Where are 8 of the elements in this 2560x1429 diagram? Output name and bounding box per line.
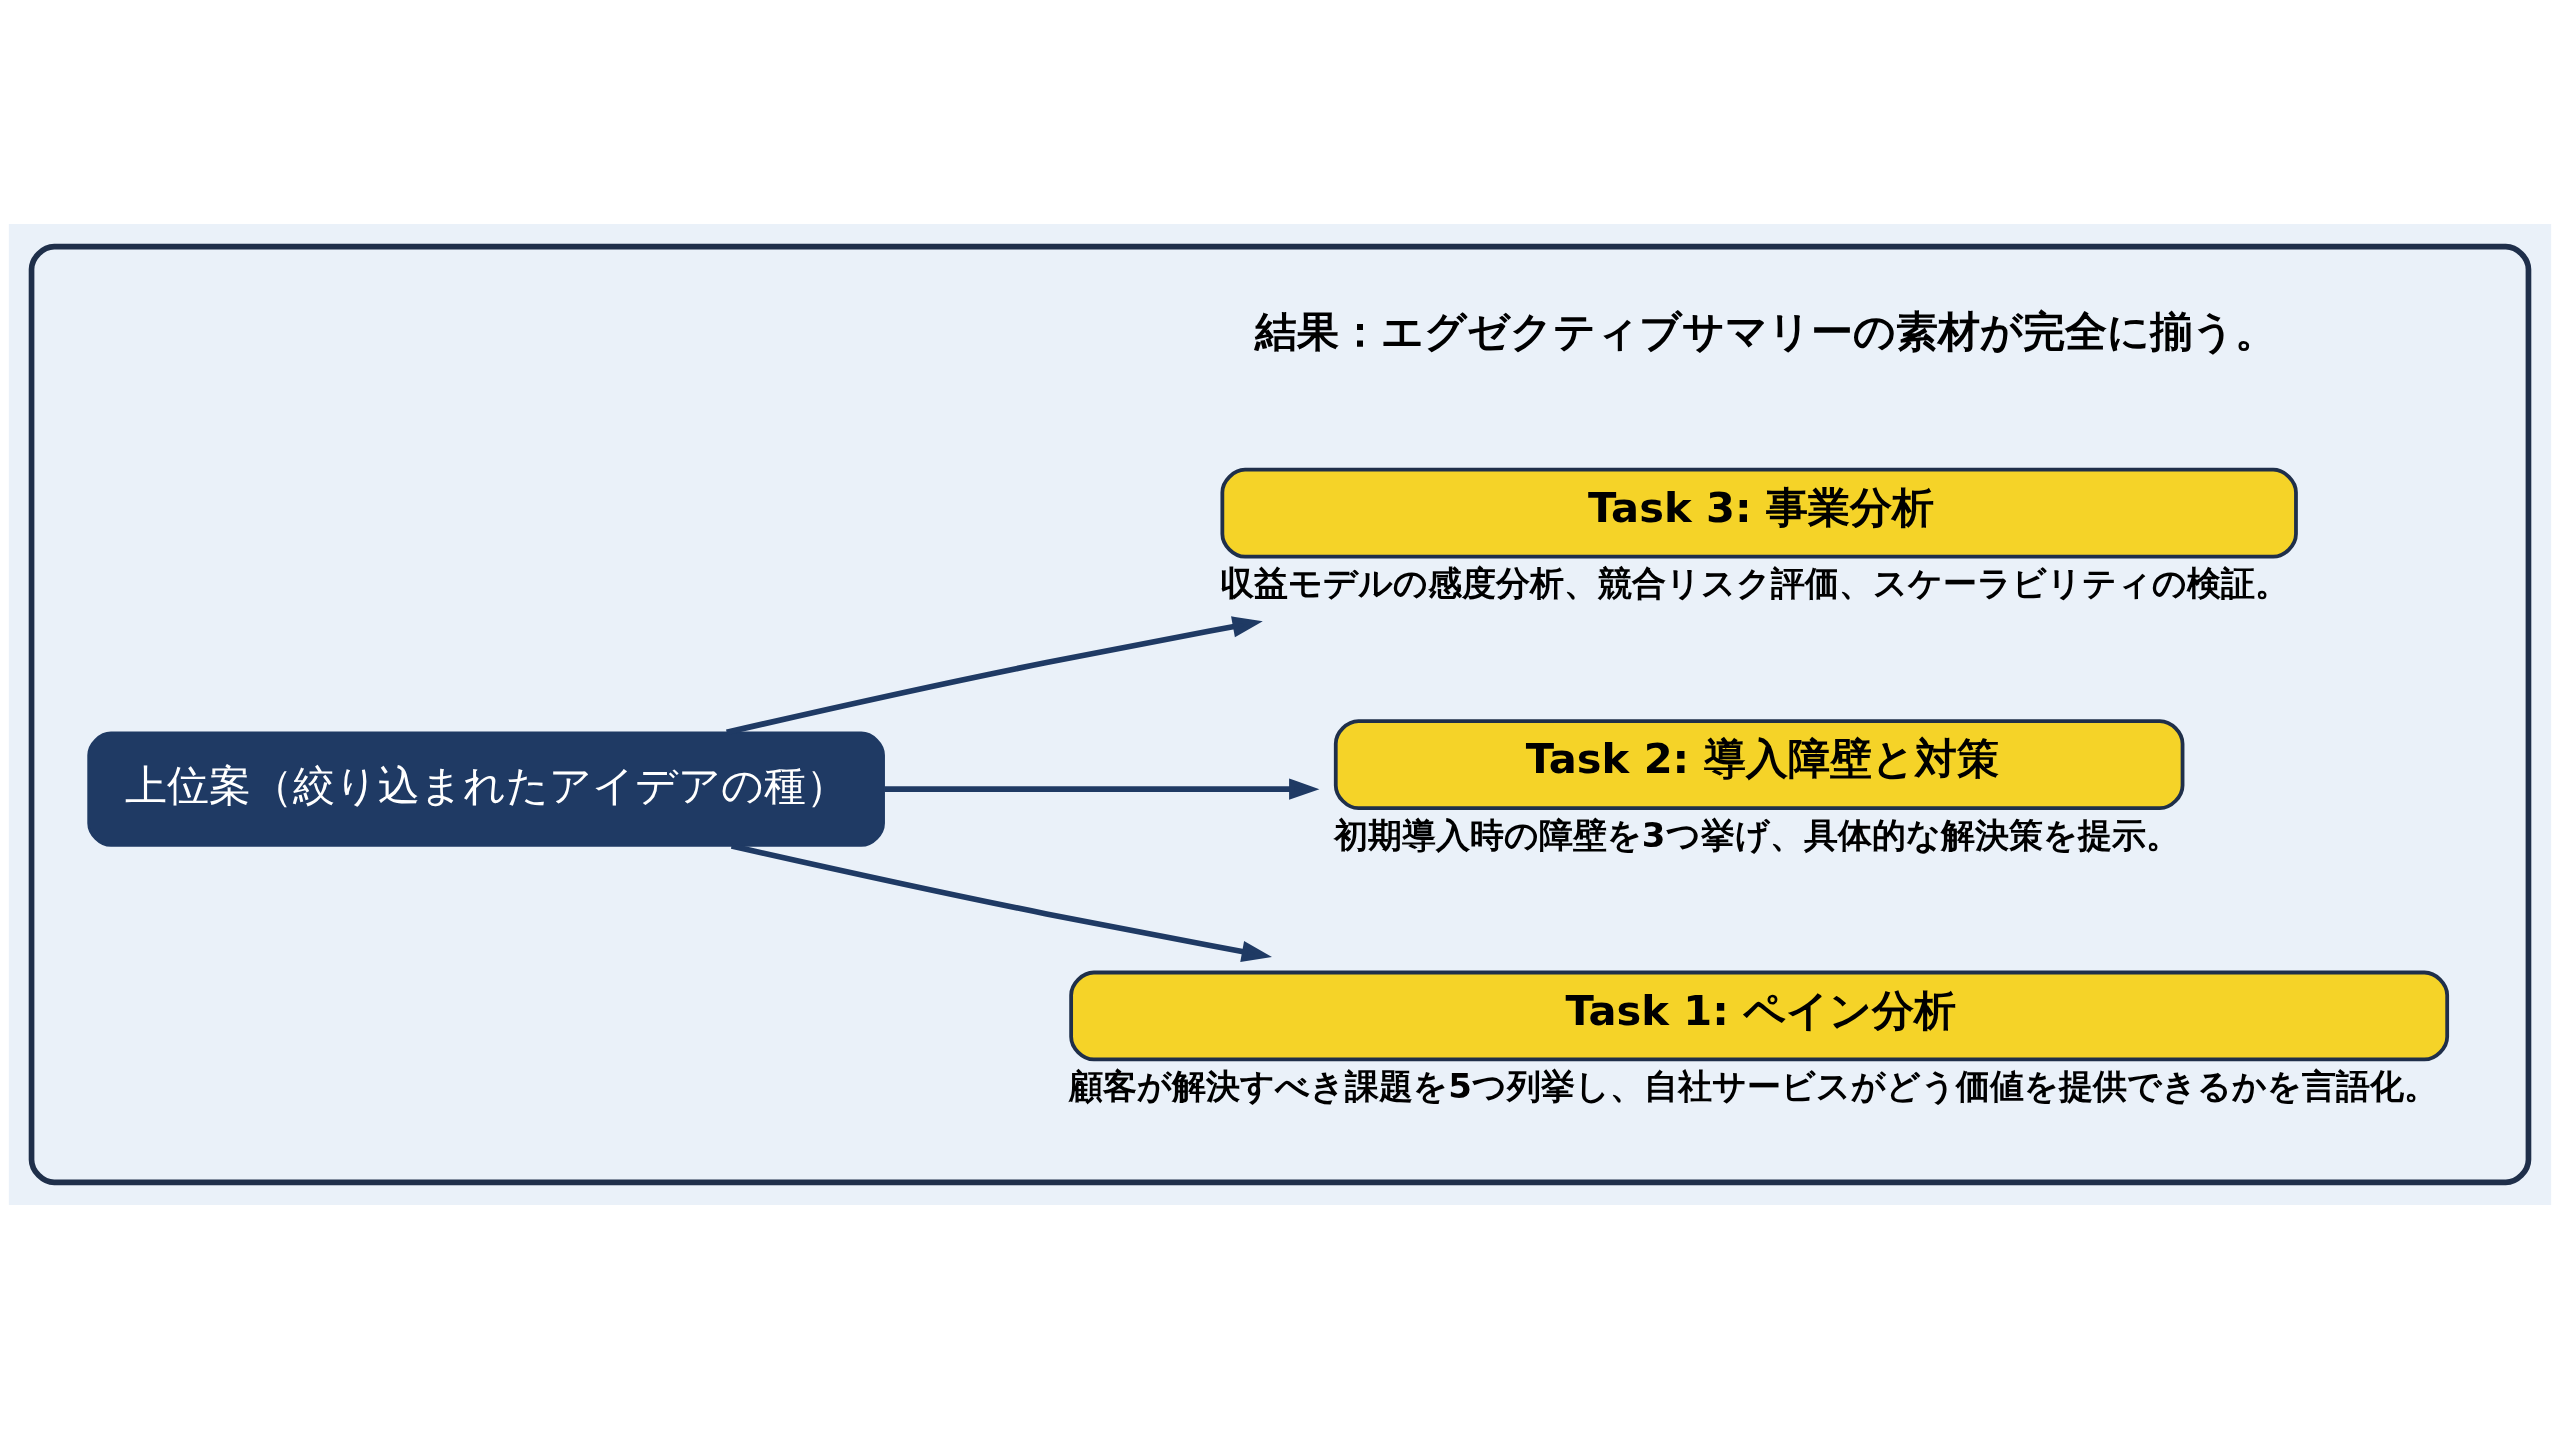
arrow [884, 778, 1320, 800]
node-label: 顧客が解決すべき課題を5つ列挙し、自社サービスがどう価値を提供できるかを言語化。 [1069, 1066, 2438, 1107]
cluster [28, 243, 2532, 1186]
node-label: 初期導入時の障壁を3つ挙げ、具体的な解決策を提示。 [1333, 814, 2180, 855]
node-box: 上位案（絞り込まれたアイデアの種） [87, 731, 885, 847]
label: 結果：エグゼクティブサマリーの素材が完全に揃う。 [1255, 307, 2278, 357]
arrow [730, 843, 1272, 962]
node-label: 収益モデルの感度分析、競合リスク評価、スケーラビリティの検証。 [1220, 563, 2290, 604]
